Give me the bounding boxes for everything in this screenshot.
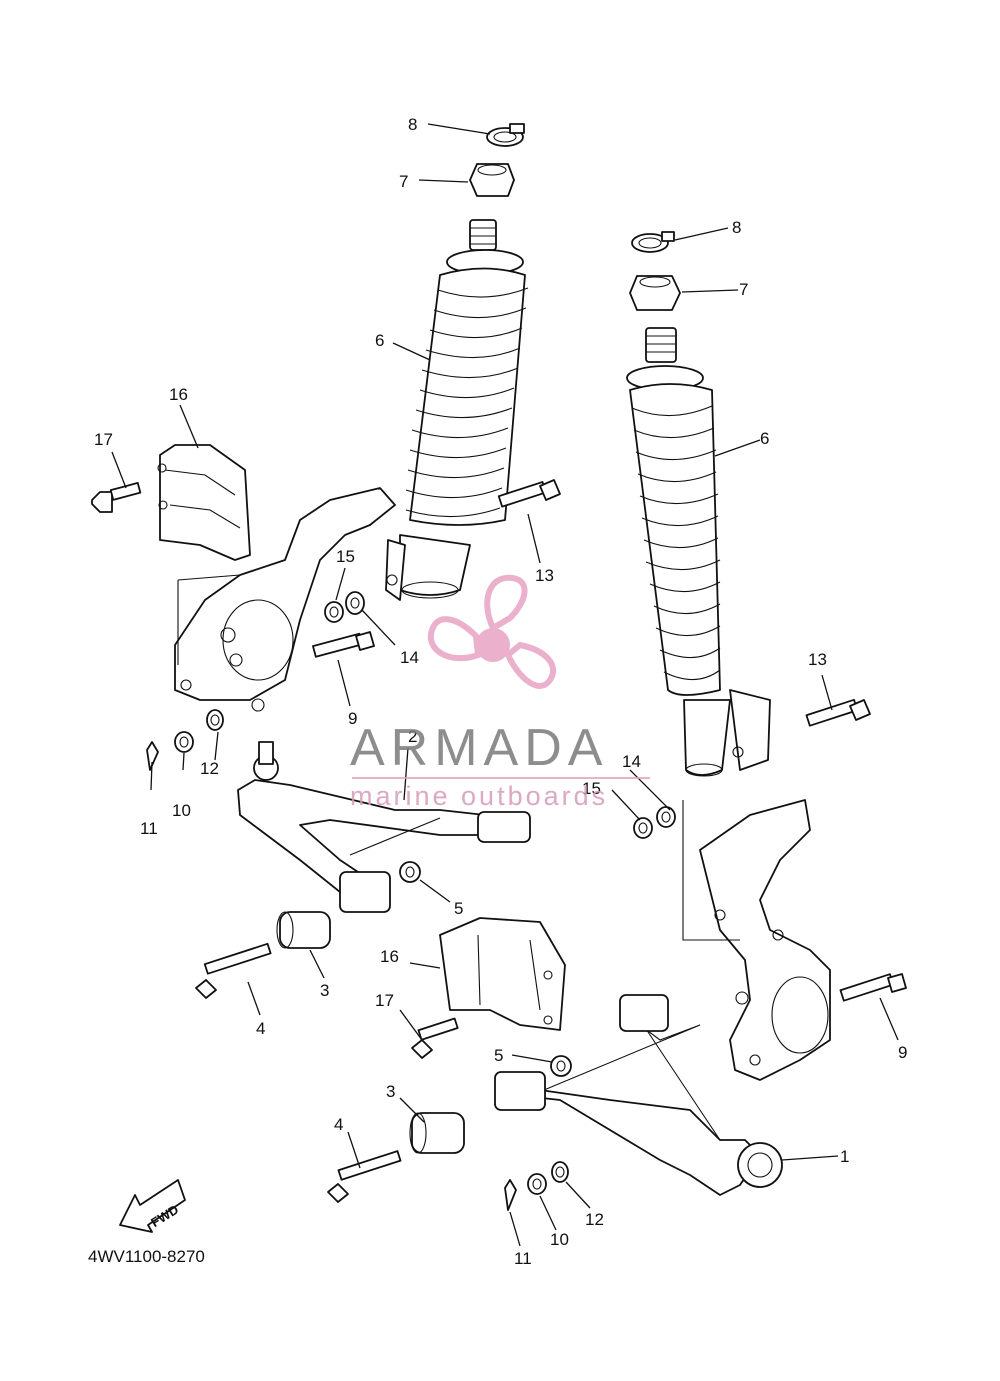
callout-8a: 8 — [408, 115, 417, 134]
callout-14b: 14 — [622, 752, 641, 771]
steering-knuckle-right — [682, 799, 831, 1081]
callout-9a: 9 — [348, 709, 357, 728]
callout-10b: 10 — [550, 1230, 569, 1249]
callout-16a: 16 — [169, 385, 188, 404]
guard-right — [439, 917, 566, 1031]
callout-17b: 17 — [375, 991, 394, 1010]
watermark-tagline: marine outboards — [350, 781, 608, 811]
callout-15b: 15 — [582, 779, 601, 798]
callout-8b: 8 — [732, 218, 741, 237]
callout-16b: 16 — [380, 947, 399, 966]
callout-15a: 15 — [336, 547, 355, 566]
shock-absorber-left — [385, 123, 529, 601]
bushing-left — [276, 911, 331, 949]
callout-12a: 12 — [200, 759, 219, 778]
propeller-logo-icon — [427, 574, 557, 689]
upper-arm-left — [237, 741, 531, 913]
leader-lines — [111, 123, 899, 1247]
forward-direction-arrow: FWD — [119, 1179, 186, 1233]
callout-4a: 4 — [256, 1019, 265, 1038]
guard-left — [157, 444, 251, 561]
bolts — [91, 479, 907, 1203]
steering-knuckle-left — [174, 487, 396, 712]
callout-17a: 17 — [94, 430, 113, 449]
callout-6a: 6 — [375, 331, 384, 350]
callout-7a: 7 — [399, 172, 408, 191]
callout-11a: 11 — [140, 819, 158, 838]
callout-11b: 11 — [514, 1249, 532, 1268]
diagram-code: 4WV1100-8270 — [88, 1247, 205, 1266]
callout-13a: 13 — [535, 566, 554, 585]
callout-7b: 7 — [739, 280, 748, 299]
callout-6b: 6 — [760, 429, 769, 448]
small-hardware — [146, 591, 676, 1211]
callout-5a: 5 — [454, 899, 463, 918]
callout-10a: 10 — [172, 801, 191, 820]
callout-4b: 4 — [334, 1115, 343, 1134]
callout-1b: 1 — [840, 1147, 849, 1166]
callout-14a: 14 — [400, 648, 419, 667]
callout-3a: 3 — [320, 981, 329, 1000]
callout-9b: 9 — [898, 1043, 907, 1062]
bushing-right — [409, 1112, 465, 1154]
callout-2a: 2 — [408, 727, 417, 746]
callout-5b: 5 — [494, 1046, 503, 1065]
callout-labels: 8 7 6 16 17 15 14 13 9 12 10 11 2 5 3 4 … — [94, 115, 907, 1268]
callout-13b: 13 — [808, 650, 827, 669]
shock-absorber-right — [626, 231, 771, 777]
callout-3b: 3 — [386, 1082, 395, 1101]
callout-12b: 12 — [585, 1210, 604, 1229]
watermark: ARMADA marine outboards — [350, 574, 650, 811]
lower-arm-right — [494, 994, 783, 1196]
watermark-brand: ARMADA — [350, 719, 608, 777]
